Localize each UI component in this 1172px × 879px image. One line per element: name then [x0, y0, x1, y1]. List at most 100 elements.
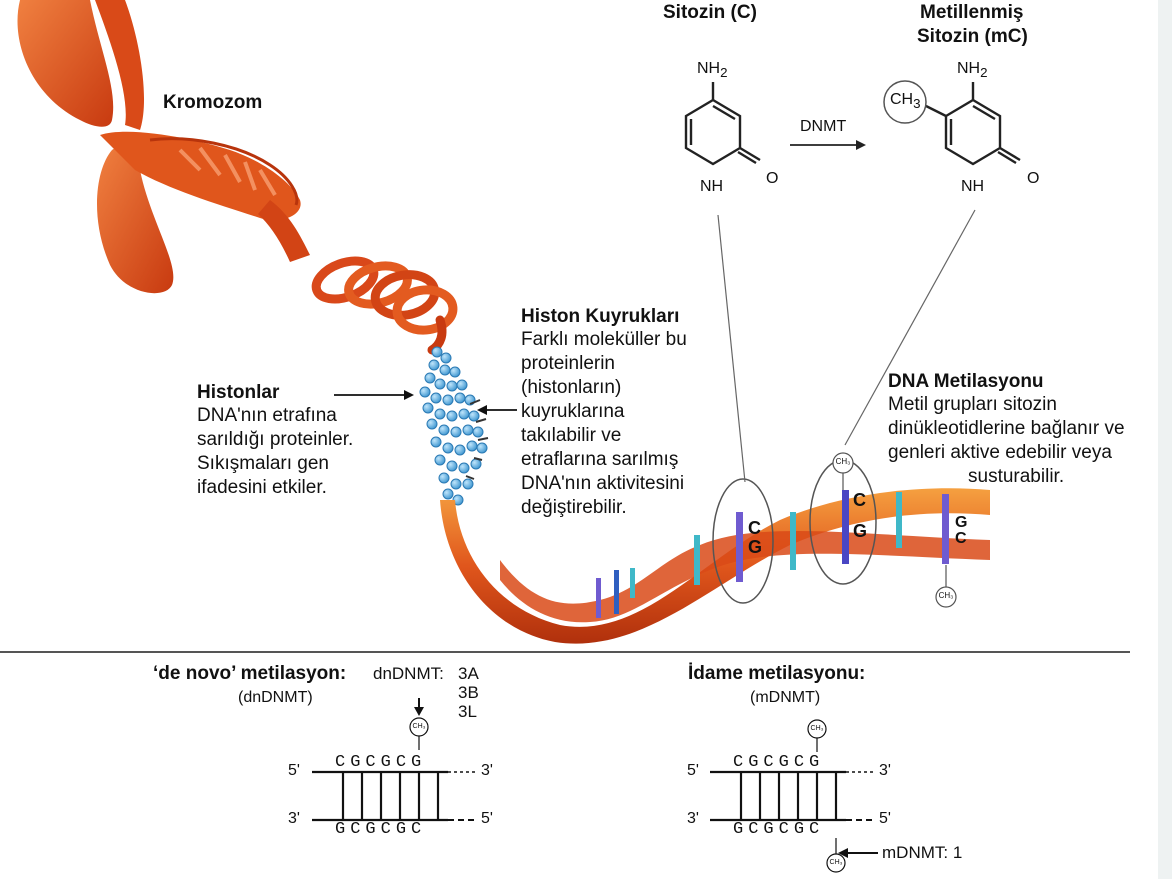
dna-methylation-line-3: genleri aktive edebilir veya [888, 442, 1112, 463]
helix-ch3-tag-bottom [935, 565, 957, 608]
methyl-cytosine-nh2: NH2 [957, 60, 988, 80]
right-top-5prime: 5' [687, 762, 699, 779]
de-novo-variant-3b: 3B [458, 683, 479, 702]
chromosome-label: Kromozom [163, 92, 263, 113]
de-novo-variant-3l: 3L [458, 702, 477, 721]
maintenance-strand [710, 719, 878, 873]
left-bottom-base-5: G [395, 820, 412, 839]
maintenance-enzyme-label: mDNMT: 1 [882, 843, 963, 862]
dna-methylation-title: DNA Metilasyonu [888, 371, 1044, 392]
right-edge-band [1158, 0, 1172, 879]
de-novo-subtitle: (dnDNMT) [238, 689, 313, 706]
de-novo-ch3-tag: CH₃ [412, 723, 426, 730]
right-bottom-base-5: G [793, 820, 810, 839]
histones-line-1: DNA'nın etrafına [197, 405, 337, 426]
right-top-base-5: C [793, 753, 810, 772]
histone-tails-line-4: kuyruklarına [521, 401, 625, 422]
right-top-base-2: G [748, 753, 764, 772]
dna-methylation-line-2: dinükleotidlerine bağlanır ve [888, 418, 1125, 439]
cytosine-nh: NH [700, 178, 724, 195]
left-top-base-6: G [411, 753, 427, 772]
cytosine-nh2-text: NH [697, 60, 721, 77]
right-top-base-6: G [809, 753, 825, 772]
methyl-cytosine-nh2-text: NH [957, 60, 981, 77]
left-bottom-base-3: G [365, 820, 381, 839]
methyl-cytosine-o: O [1027, 170, 1040, 187]
helix-pair1-top: C [748, 518, 761, 538]
right-bottom-3prime: 3' [687, 810, 699, 827]
histones-block: Histonlar DNA'nın etrafına sarıldığı pro… [197, 382, 397, 500]
right-top-3prime: 3' [879, 762, 891, 779]
histone-tails-line-3: (histonların) [521, 377, 622, 398]
left-bottom-base-6: C [411, 820, 427, 839]
dnmt-arrow [790, 140, 866, 150]
maintenance-arrow [838, 848, 848, 858]
left-top-base-5: C [395, 753, 412, 772]
methyl-cytosine-title-1: Metillenmiş [920, 2, 1024, 23]
dna-methylation-line-4: susturabilir. [968, 466, 1065, 487]
cytosine-nh2-sub: 2 [720, 65, 728, 81]
left-top-5prime: 5' [288, 762, 300, 779]
chromatin-coil [311, 256, 458, 355]
ch3-label: CH3 [890, 91, 921, 111]
de-novo-strand [312, 698, 478, 822]
dnmt-arrow-label: DNMT [800, 118, 847, 135]
left-top-base-3: C [365, 753, 381, 772]
left-bottom-base-1: G [335, 820, 351, 839]
methyl-cytosine-structure [925, 82, 1021, 166]
cg-highlight-circle-1 [712, 478, 774, 604]
dna-methylation-line-1: Metil grupları sitozin [888, 394, 1057, 415]
methyl-cytosine-nh: NH [961, 178, 985, 195]
left-top-3prime: 3' [481, 762, 493, 779]
cytosine-title: Sitozin (C) [663, 2, 757, 23]
right-bottom-bases: GCGCGC [733, 820, 824, 839]
helix-pair3-top: G [955, 514, 968, 531]
maintenance-ch3-tag-bottom: CH₃ [829, 859, 843, 866]
left-top-base-2: G [350, 753, 366, 772]
maintenance-subtitle: (mDNMT) [750, 689, 821, 706]
histones-line-3: Sıkışmaları gen [197, 453, 329, 474]
ch3-highlight-circle [883, 80, 927, 124]
right-bottom-base-3: G [763, 820, 779, 839]
left-bottom-bases: GCGCGC [335, 820, 426, 839]
right-top-base-3: C [763, 753, 779, 772]
ch3-sub: 3 [913, 96, 921, 112]
histone-tails-line-8: değiştirebilir. [521, 497, 627, 518]
histone-tails-line-7: DNA'nın aktivitesini [521, 473, 685, 494]
ch3-text: CH [890, 91, 914, 108]
histone-tail-marks [465, 399, 489, 480]
strand-diagrams [312, 698, 878, 873]
de-novo-variants: 3A 3B 3L [458, 664, 479, 721]
left-bottom-base-4: C [380, 820, 396, 839]
right-bottom-base-1: G [733, 820, 749, 839]
right-top-base-1: C [733, 753, 749, 772]
helix-ch3-tag-top [832, 452, 854, 490]
left-top-bases: CGCGCG [335, 753, 426, 772]
histone-tails-line-2: proteinlerin [521, 353, 615, 374]
cytosine-structure [684, 82, 761, 166]
maintenance-title: İdame metilasyonu: [688, 663, 866, 684]
left-bottom-3prime: 3' [288, 810, 300, 827]
methyl-cytosine-nh2-sub: 2 [980, 65, 988, 81]
dna-methylation-block: DNA Metilasyonu Metil grupları sitozin d… [888, 371, 1153, 489]
connector-line-mc [844, 209, 976, 446]
cytosine-nh2: NH2 [697, 60, 728, 80]
helix-pair2-top: C [853, 490, 866, 510]
histone-pointer-arrow [334, 390, 414, 400]
left-top-base-1: C [335, 753, 351, 772]
chromosome [17, 0, 310, 294]
histones-line-4: ifadesini etkiler. [197, 477, 327, 498]
right-bottom-base-4: C [778, 820, 794, 839]
de-novo-title: ‘de novo’ metilasyon: [153, 663, 347, 684]
histone-tails-block: Histon Kuyrukları Farklı moleküller bu p… [521, 306, 741, 520]
histones-title: Histonlar [197, 382, 280, 403]
right-top-bases: CGCGCG [733, 753, 824, 772]
de-novo-variant-3a: 3A [458, 664, 479, 683]
methyl-cytosine-title-2: Sitozin (mC) [917, 26, 1028, 47]
left-bottom-base-2: C [350, 820, 366, 839]
helix-ch3-text-bottom: CH₃ [938, 591, 954, 600]
left-bottom-5prime: 5' [481, 810, 493, 827]
right-bottom-base-6: C [809, 820, 825, 839]
histone-beads [419, 346, 488, 506]
right-bottom-5prime: 5' [879, 810, 891, 827]
